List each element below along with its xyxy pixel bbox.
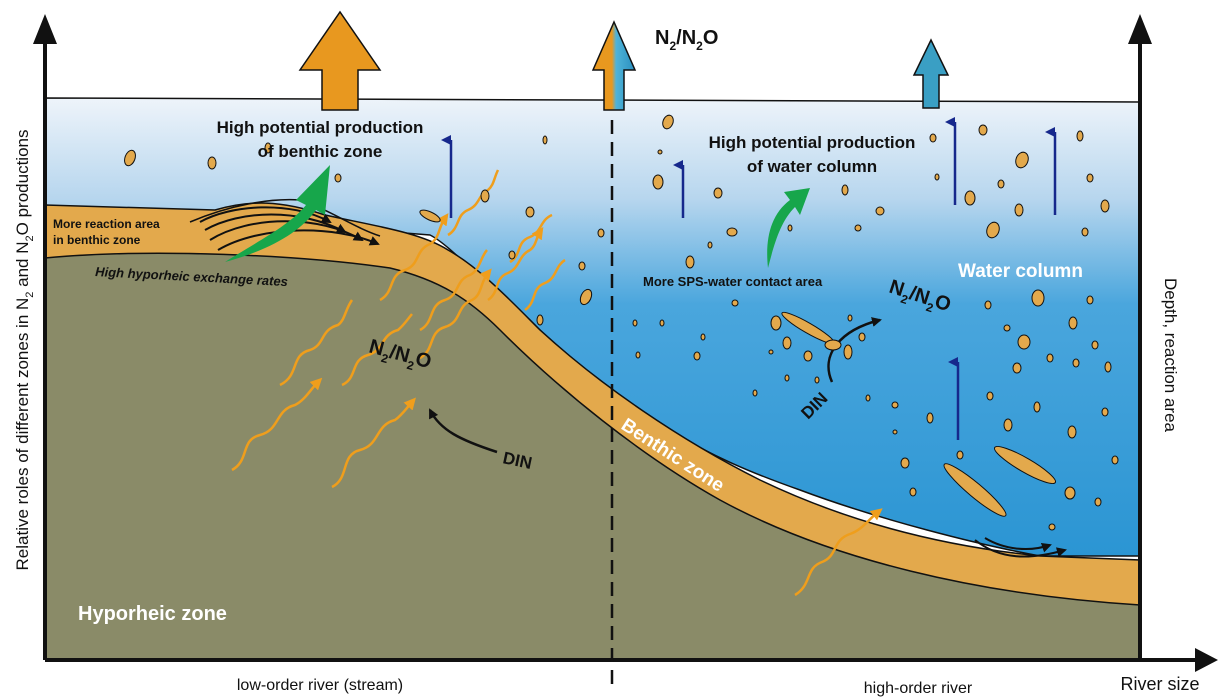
y-axis-left-label: Relative roles of different zones in N2 … [13,130,36,571]
water-column-label: Water column [958,261,1083,282]
top-n2o-label: N2/N2O [655,27,718,53]
bottom-flow-curves [974,537,1067,558]
benthic-production-line1: High potential production [217,118,424,137]
water-green-arrow [767,188,810,268]
water-emission-arrow [912,38,950,109]
din-arrow-left [428,408,498,454]
mixed-emission-arrow [591,20,637,111]
n2o-formula-left: N2/N2O [366,336,434,378]
svg-text:N2/N2O: N2/N2O [366,336,434,378]
y-axis-right-label: Depth, reaction area [1161,278,1180,433]
mound-flow-curves [199,206,380,251]
svg-text:Relative roles of different zo: Relative roles of different zones in N2 … [13,130,36,571]
sps-contact-label: More SPS-water contact area [643,274,823,289]
axes [33,14,1218,672]
navy-upward-arrows [441,117,1057,440]
svg-text:N2/N2O: N2/N2O [655,27,718,53]
hyporheic-zone-area [45,253,1140,659]
water-production-line1: High potential production [709,133,916,152]
hyporheic-zone-label: Hyporheic zone [78,603,227,625]
water-production-line2: of water column [747,157,877,176]
benthic-production-line2: of benthic zone [258,142,383,161]
benthic-green-arrow [225,165,330,262]
svg-text:N2/N2O: N2/N2O [885,276,953,320]
x-axis-end-label: River size [1120,674,1199,694]
hyporheic-wave-arrows [231,169,883,597]
suspended-particles [124,114,1119,531]
x-axis-left-label: low-order river (stream) [237,677,403,694]
x-axis-right-label: high-order river [864,680,973,697]
benthic-emission-arrow [298,10,382,111]
more-reaction-line1: More reaction area [53,217,160,231]
more-reaction-line2: in benthic zone [53,233,141,247]
n2o-formula-right: N2/N2O [885,276,953,320]
